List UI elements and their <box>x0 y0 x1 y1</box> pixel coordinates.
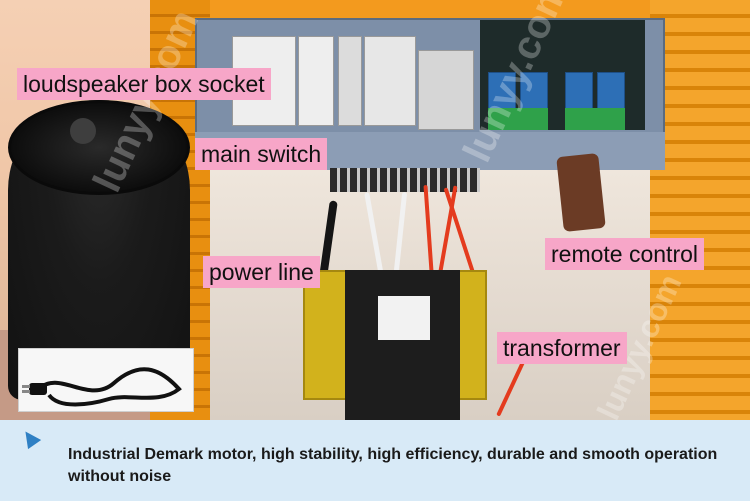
loudspeaker-top <box>8 100 190 195</box>
socket-module <box>298 36 334 126</box>
relay-terminal-2 <box>565 108 625 130</box>
transformer-label-plate <box>378 296 430 340</box>
transformer-core <box>345 270 460 420</box>
caption-arrow-icon <box>18 426 42 450</box>
solid-state-relay <box>418 50 474 130</box>
relay-terminal-1 <box>488 108 548 130</box>
callout-power-line: power line <box>203 256 320 288</box>
control-cabinet-photo: lunyy.com lunyy.com lunyy.com loudspeake… <box>0 0 750 420</box>
loudspeaker-knob <box>70 118 96 144</box>
cabinet-right-vent-wall <box>650 0 750 420</box>
indicator-module <box>338 36 362 126</box>
contactor <box>364 36 416 126</box>
relay-3 <box>565 72 593 112</box>
callout-transformer: transformer <box>497 332 627 364</box>
power-cord-inset <box>18 348 194 412</box>
callout-main-switch: main switch <box>195 138 328 170</box>
caption-bar: Industrial Demark motor, high stability,… <box>0 420 750 501</box>
transformer-bracket-left <box>303 270 348 400</box>
caption-text: Industrial Demark motor, high stability,… <box>68 446 718 485</box>
remote-control-device <box>556 153 606 232</box>
callout-remote-control: remote control <box>545 238 705 270</box>
terminal-block <box>330 168 480 192</box>
relay-1 <box>488 72 516 112</box>
power-cord-icon <box>22 367 182 407</box>
relay-4 <box>597 72 625 112</box>
relay-2 <box>520 72 548 112</box>
callout-loudspeaker-socket: loudspeaker box socket <box>17 68 271 100</box>
